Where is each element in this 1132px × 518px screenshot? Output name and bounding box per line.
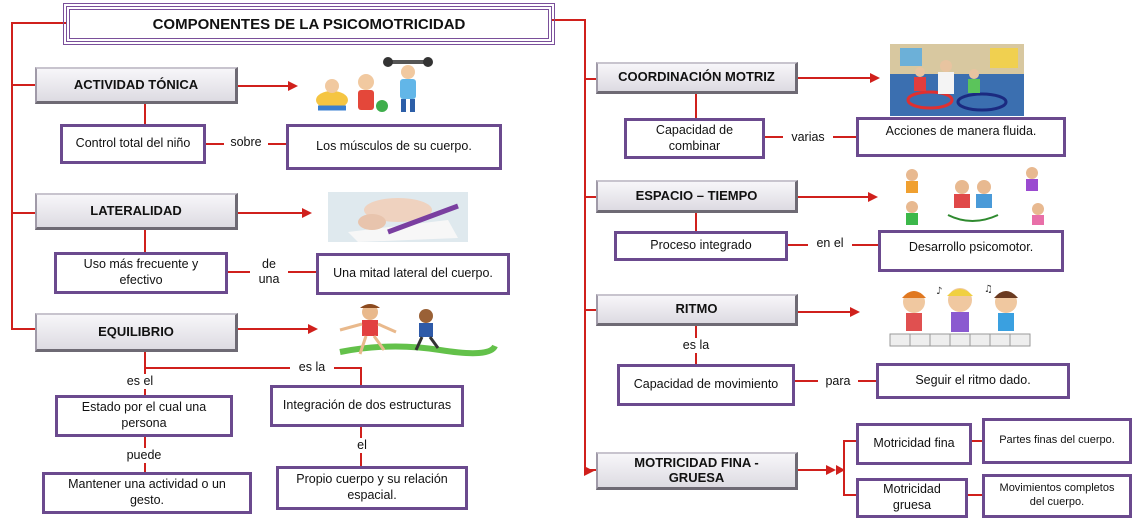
connector-line [968, 494, 984, 496]
connector-line [695, 94, 697, 118]
connector-line [843, 494, 857, 496]
balancing-kids-illustration [330, 302, 500, 364]
label-el: el [350, 438, 374, 453]
box-desarrollo: Desarrollo psicomotor. [878, 230, 1064, 272]
box-integracion: Integración de dos estructuras [270, 385, 464, 427]
connector-line [11, 22, 13, 330]
box-estado: Estado por el cual una persona [55, 395, 233, 437]
connector-line [972, 440, 984, 442]
box-control-total: Control total del niño [60, 124, 206, 164]
page-title: COMPONENTES DE LA PSICOMOTRICIDAD [63, 3, 555, 45]
connector-line [11, 84, 35, 86]
connector-line [584, 19, 586, 471]
writing-hand-photo [328, 192, 468, 242]
connector-line [144, 230, 146, 252]
classroom-hoops-photo [890, 44, 1024, 116]
header-coordinacion: COORDINACIÓN MOTRIZ [596, 62, 798, 94]
connector-line [11, 212, 35, 214]
gym-kids-illustration [308, 56, 448, 114]
box-capacidad-combinar: Capacidad de combinar [624, 118, 765, 159]
connector-line [144, 367, 362, 369]
jumping-kids-illustration [892, 165, 1060, 227]
connector-line [843, 440, 857, 442]
box-mitad-lateral: Una mitad lateral del cuerpo. [316, 253, 510, 295]
label-varias: varias [783, 130, 833, 145]
connector-line [843, 440, 845, 496]
label-en-el: en el [808, 236, 852, 251]
box-propio-cuerpo: Propio cuerpo y su relación espacial. [276, 466, 468, 510]
connector-line [798, 77, 872, 79]
box-seguir-ritmo: Seguir el ritmo dado. [876, 363, 1070, 399]
box-uso-frecuente: Uso más frecuente y efectivo [54, 252, 228, 294]
connector-line [798, 196, 870, 198]
header-actividad-tonica: ACTIVIDAD TÓNICA [35, 67, 238, 104]
label-puede: puede [118, 448, 170, 463]
label-es-la-ritmo: es la [674, 338, 718, 353]
box-capacidad-movimiento: Capacidad de movimiento [617, 364, 795, 406]
connector-line [11, 328, 35, 330]
box-partes-finas: Partes finas del cuerpo. [982, 418, 1132, 464]
box-acciones: Acciones de manera fluida. [856, 117, 1066, 157]
label-de-una: de una [250, 257, 288, 287]
box-movimientos-completos: Movimientos completos del cuerpo. [982, 474, 1132, 518]
box-mantener: Mantener una actividad o un gesto. [42, 472, 252, 514]
box-motricidad-fina: Motricidad fina [856, 423, 972, 465]
label-para: para [818, 374, 858, 389]
box-motricidad-gruesa: Motricidad gruesa [856, 478, 968, 518]
connector-line [584, 309, 596, 311]
header-motricidad: MOTRICIDAD FINA - GRUESA [596, 452, 798, 490]
connector-line [798, 311, 852, 313]
header-equilibrio: EQUILIBRIO [35, 313, 238, 352]
connector-line [695, 213, 697, 233]
label-es-el: es el [118, 374, 162, 389]
box-proceso: Proceso integrado [614, 231, 788, 261]
connector-line [238, 328, 308, 330]
label-es-la: es la [290, 360, 334, 375]
connector-line [584, 78, 596, 80]
svg-text:♪: ♪ [936, 286, 942, 297]
label-sobre: sobre [224, 135, 268, 150]
svg-text:♫: ♫ [984, 284, 993, 295]
header-espacio-tiempo: ESPACIO – TIEMPO [596, 180, 798, 213]
connector-line [144, 104, 146, 124]
box-musculos: Los músculos de su cuerpo. [286, 124, 502, 170]
connector-line [238, 212, 303, 214]
connector-line [552, 19, 586, 21]
music-kids-illustration: ♪ ♫ [884, 282, 1034, 348]
header-ritmo: RITMO [596, 294, 798, 326]
connector-line [584, 196, 596, 198]
connector-line [238, 85, 290, 87]
connector-line [360, 367, 362, 385]
connector-line [798, 469, 828, 471]
connector-line [11, 22, 66, 24]
header-lateralidad: LATERALIDAD [35, 193, 238, 230]
